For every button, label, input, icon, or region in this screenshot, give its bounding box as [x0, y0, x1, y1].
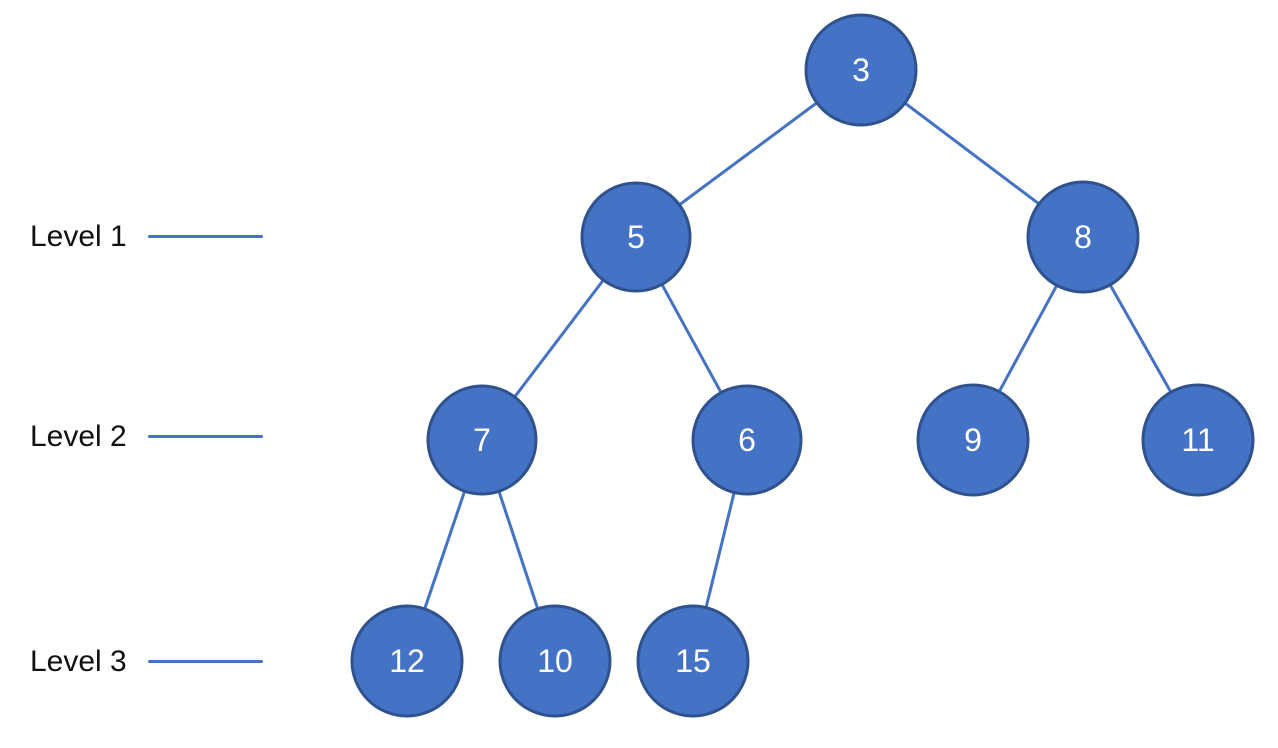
tree-node-11	[1141, 383, 1255, 497]
tree-node-value-9: 9	[964, 422, 982, 458]
level-3-label: Level 3	[30, 645, 127, 678]
tree-node-value-10: 10	[537, 643, 573, 679]
tree-node-5	[580, 181, 692, 293]
tree-node-value-15: 15	[675, 643, 711, 679]
tree-node-7	[426, 384, 538, 496]
tree-node-value-3: 3	[852, 52, 870, 88]
level-3-line	[148, 660, 263, 663]
tree-node-value-7: 7	[473, 422, 491, 458]
tree-node-8	[1026, 180, 1140, 294]
level-2-line	[148, 435, 263, 438]
tree-node-value-5: 5	[627, 219, 645, 255]
level-2-label: Level 2	[30, 420, 127, 453]
tree-edges-layer	[405, 68, 1200, 662]
tree-node-9	[916, 383, 1030, 497]
level-1-line	[148, 235, 263, 238]
tree-node-value-8: 8	[1074, 219, 1092, 255]
tree-node-10	[498, 604, 612, 718]
tree-node-15	[636, 604, 750, 718]
level-1-label: Level 1	[30, 220, 127, 253]
tree-nodes-layer: 3 5 8 7 6 9 11 12 10 15	[350, 13, 1255, 718]
tree-node-3	[804, 13, 918, 127]
tree-node-6	[691, 384, 803, 496]
tree-node-value-12: 12	[389, 643, 425, 679]
tree-node-12	[350, 604, 464, 718]
tree-node-value-11: 11	[1181, 422, 1214, 458]
tree-node-value-6: 6	[738, 422, 756, 458]
